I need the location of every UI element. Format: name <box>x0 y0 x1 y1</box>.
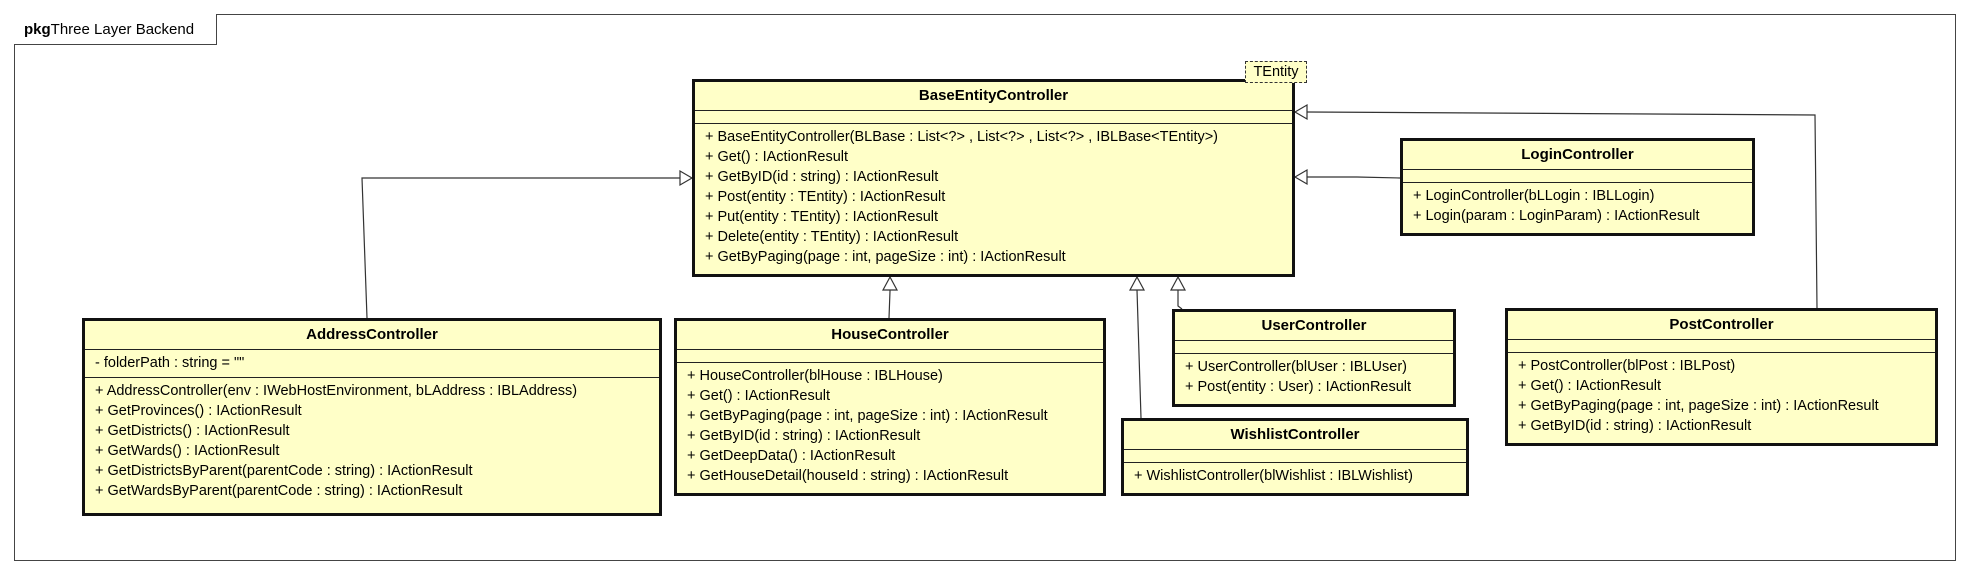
operation: + GetByPaging(page : int, pageSize : int… <box>705 249 1066 265</box>
operations-section: + WishlistController(blWishlist : IBLWis… <box>1124 463 1466 490</box>
operation: + GetByID(id : string) : IActionResult <box>705 169 939 185</box>
class-name: WishlistController <box>1124 421 1466 450</box>
operation: + Post(entity : User) : IActionResult <box>1185 379 1412 395</box>
operations-section: + LoginController(bLLogin : IBLLogin) + … <box>1403 183 1752 230</box>
operation: + Delete(entity : TEntity) : IActionResu… <box>705 229 959 245</box>
package-name: Three Layer Backend <box>50 21 195 38</box>
operation: + Post(entity : TEntity) : IActionResult <box>705 189 946 205</box>
class-name: HouseController <box>677 321 1103 350</box>
operations-section: + BaseEntityController(BLBase : List<?> … <box>695 124 1292 271</box>
attributes-section <box>695 111 1292 124</box>
attributes-section: - folderPath : string = "" <box>85 350 659 378</box>
operation: + Get() : IActionResult <box>687 388 831 404</box>
class-name: LoginController <box>1403 141 1752 170</box>
class-name: BaseEntityController <box>695 82 1292 111</box>
edge-address-base <box>361 177 680 319</box>
class-name: AddressController <box>85 321 659 350</box>
class-name: UserController <box>1175 312 1453 341</box>
operations-section: + UserController(blUser : IBLUser) + Pos… <box>1175 354 1453 401</box>
arrow-post-base <box>1293 103 1308 121</box>
attributes-section <box>1508 340 1935 353</box>
operation: + Put(entity : TEntity) : IActionResult <box>705 209 939 225</box>
package-frame <box>14 14 1956 561</box>
operation: + GetByPaging(page : int, pageSize : int… <box>687 408 1048 424</box>
attribute: - folderPath : string = "" <box>95 355 245 371</box>
class-post-controller[interactable]: PostController + PostController(blPost :… <box>1505 308 1938 446</box>
arrow-house-base <box>881 275 899 291</box>
operation: + GetHouseDetail(houseId : string) : IAc… <box>687 468 1009 484</box>
operation: + GetDistricts() : IActionResult <box>95 423 290 439</box>
arrow-address-base <box>679 169 694 187</box>
template-parameter: TEntity <box>1245 61 1307 83</box>
package-tab: pkgThree Layer Backend <box>14 14 218 45</box>
operation: + WishlistController(blWishlist : IBLWis… <box>1134 468 1413 484</box>
operation: + UserController(blUser : IBLUser) <box>1185 359 1407 375</box>
operation: + Get() : IActionResult <box>1518 378 1662 394</box>
operations-section: + PostController(blPost : IBLPost) + Get… <box>1508 353 1935 440</box>
edge-house-base <box>888 290 891 319</box>
operation: + HouseController(blHouse : IBLHouse) <box>687 368 943 384</box>
arrow-login-base <box>1293 168 1308 186</box>
edge-wishlist-base <box>1136 289 1142 419</box>
class-house-controller[interactable]: HouseController + HouseController(blHous… <box>674 318 1106 496</box>
operation: + BaseEntityController(BLBase : List<?> … <box>705 129 1219 145</box>
operation: + LoginController(bLLogin : IBLLogin) <box>1413 188 1655 204</box>
operation: + GetDistrictsByParent(parentCode : stri… <box>95 463 473 479</box>
class-wishlist-controller[interactable]: WishlistController + WishlistController(… <box>1121 418 1469 496</box>
operation: + GetDeepData() : IActionResult <box>687 448 896 464</box>
operation: + GetProvinces() : IActionResult <box>95 403 302 419</box>
arrow-wishlist-base <box>1128 275 1146 291</box>
operation: + Login(param : LoginParam) : IActionRes… <box>1413 208 1700 224</box>
edge-post-base <box>1306 111 1818 309</box>
edge-login-base <box>1307 176 1401 179</box>
class-base-entity-controller[interactable]: BaseEntityController + BaseEntityControl… <box>692 79 1295 277</box>
class-user-controller[interactable]: UserController + UserController(blUser :… <box>1172 309 1456 407</box>
edge-user-base <box>1177 290 1183 310</box>
class-name: PostController <box>1508 311 1935 340</box>
operation: + PostController(blPost : IBLPost) <box>1518 358 1736 374</box>
operation: + AddressController(env : IWebHostEnviro… <box>95 383 578 399</box>
attributes-section <box>1403 170 1752 183</box>
operations-section: + HouseController(blHouse : IBLHouse) + … <box>677 363 1103 490</box>
class-address-controller[interactable]: AddressController - folderPath : string … <box>82 318 662 516</box>
operation: + GetWards() : IActionResult <box>95 443 280 459</box>
attributes-section <box>1124 450 1466 463</box>
attributes-section <box>1175 341 1453 354</box>
operation: + GetByID(id : string) : IActionResult <box>687 428 921 444</box>
operation: + GetWardsByParent(parentCode : string) … <box>95 483 463 499</box>
class-login-controller[interactable]: LoginController + LoginController(bLLogi… <box>1400 138 1755 236</box>
arrow-user-base <box>1169 275 1187 291</box>
attributes-section <box>677 350 1103 363</box>
operation: + GetByPaging(page : int, pageSize : int… <box>1518 398 1879 414</box>
operation: + GetByID(id : string) : IActionResult <box>1518 418 1752 434</box>
operations-section: + AddressController(env : IWebHostEnviro… <box>85 378 659 505</box>
operation: + Get() : IActionResult <box>705 149 849 165</box>
package-keyword: pkg <box>24 21 51 38</box>
